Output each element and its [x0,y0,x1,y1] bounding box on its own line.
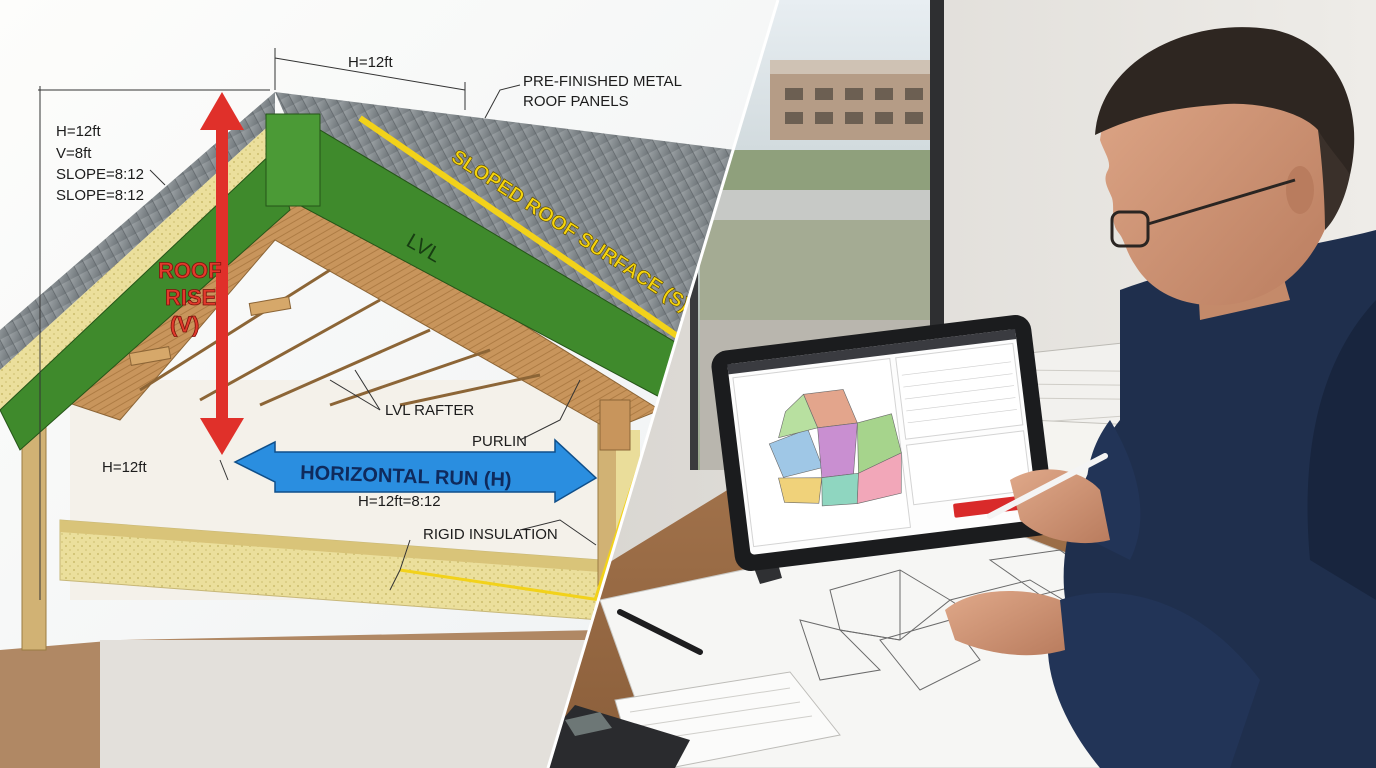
left-dim-line3: SLOPE=8:12 [56,166,144,183]
sloped-surface-line [358,115,682,341]
stylus [987,453,1108,519]
roof-panels-label-line1: PRE-FINISHED METAL [523,73,682,90]
pen [617,609,703,655]
tablet-action-button[interactable] [953,495,1026,518]
run-dim-left-label: H=12ft [102,459,147,476]
person-left-hand [945,590,1065,656]
horizontal-run-arrow [233,438,598,504]
tablet [711,315,1055,584]
ridge-beam [265,113,321,207]
roof-section-diagram: H=12ft PRE-FINISHED METAL ROOF PANELS H=… [0,0,778,768]
callout-leaders [329,369,597,591]
roof-rise-arrow [200,92,244,455]
lvl-rafter-label: LVL RAFTER [385,402,474,419]
left-metal-roof [0,92,275,370]
office-photo [548,0,1376,768]
panel-divider [546,0,780,768]
tablet-roof-plan [768,389,902,507]
person-glasses [1110,178,1296,248]
left-dim-line2: V=8ft [56,145,92,162]
tablet-app-bar [727,329,1017,375]
calculator [548,705,690,768]
roof-rise-label-line2: RISE [165,285,216,310]
left-dim-line4: SLOPE=8:12 [56,187,144,204]
roof-rise-label-line3: (V) [170,312,199,337]
person-arm [1047,592,1260,768]
run-dim-below-label: H=12ft=8:12 [358,493,441,510]
purlin-label: PURLIN [472,433,527,450]
person [945,27,1376,768]
top-dimension-label: H=12ft [348,54,393,71]
left-dim-line1: H=12ft [56,123,101,140]
roof-rise-label-line1: ROOF [158,258,222,283]
purlin [599,399,631,451]
roof-panels-label-line2: ROOF PANELS [523,93,629,110]
person-right-hand [1010,469,1110,544]
rigid-insulation-label: RIGID INSULATION [423,526,558,543]
person-hair [1095,27,1355,175]
dimension-lines [38,48,521,600]
wall-post-left [21,409,47,651]
